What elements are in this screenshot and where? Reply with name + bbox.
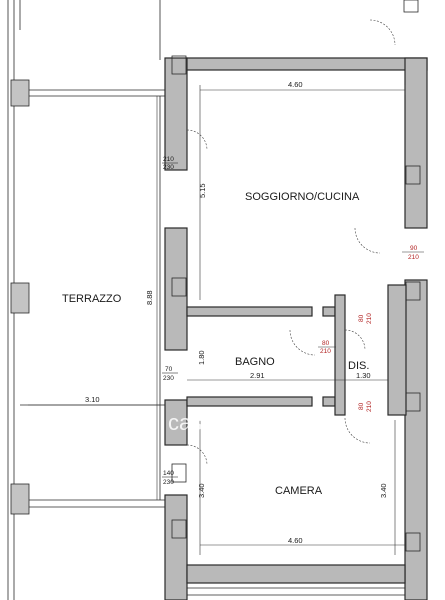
door-spec-w: 210: [163, 156, 174, 163]
door-spec-h: 210: [366, 401, 373, 412]
column: [10, 282, 30, 314]
dim-soggiorno-width: 4.60: [288, 80, 303, 89]
dim-terrazzo-length: 8.88: [145, 290, 154, 305]
dim-camera-depth-right: 3.40: [379, 483, 388, 498]
door-spec-w: 80: [358, 402, 365, 410]
dim-bagno-depth: 1.80: [197, 350, 206, 365]
door-spec-h: 230: [163, 164, 174, 171]
watermark: casa.it: [168, 410, 232, 435]
doors: [186, 19, 396, 466]
dim-camera-depth-left: 3.40: [197, 483, 206, 498]
door-spec-h: 210: [366, 313, 373, 324]
dim-bagno-width: 2.91: [250, 371, 265, 380]
room-label-bagno: BAGNO: [235, 356, 275, 368]
room-label-dis: DIS.: [348, 360, 369, 372]
door-spec-w: 80: [322, 340, 330, 347]
interior-walls: [186, 284, 407, 416]
room-label-camera: CAMERA: [275, 485, 323, 497]
dim-terrazzo-width: 3.10: [85, 395, 100, 404]
dim-soggiorno-depth: 5.15: [198, 183, 207, 198]
room-label-terrazzo: TERRAZZO: [62, 293, 122, 305]
door-spec-w: 70: [165, 366, 173, 373]
dim-camera-width: 4.60: [288, 536, 303, 545]
door-spec-w: 90: [410, 245, 418, 252]
structural-columns: [171, 0, 421, 552]
room-label-soggiorno: SOGGIORNO/CUCINA: [245, 191, 360, 203]
dim-dis-width: 1.30: [356, 371, 371, 380]
door-spec-h: 210: [320, 348, 331, 355]
dimension-lines: [28, 85, 406, 555]
door-spec-w: 80: [358, 314, 365, 322]
door-spec-h: 210: [408, 254, 419, 261]
exterior-walls: [164, 57, 428, 600]
door-spec-w: 140: [163, 470, 174, 477]
column: [10, 483, 30, 515]
door-spec-h: 230: [163, 375, 174, 382]
column: [10, 79, 30, 107]
door-spec-h: 230: [163, 479, 174, 486]
